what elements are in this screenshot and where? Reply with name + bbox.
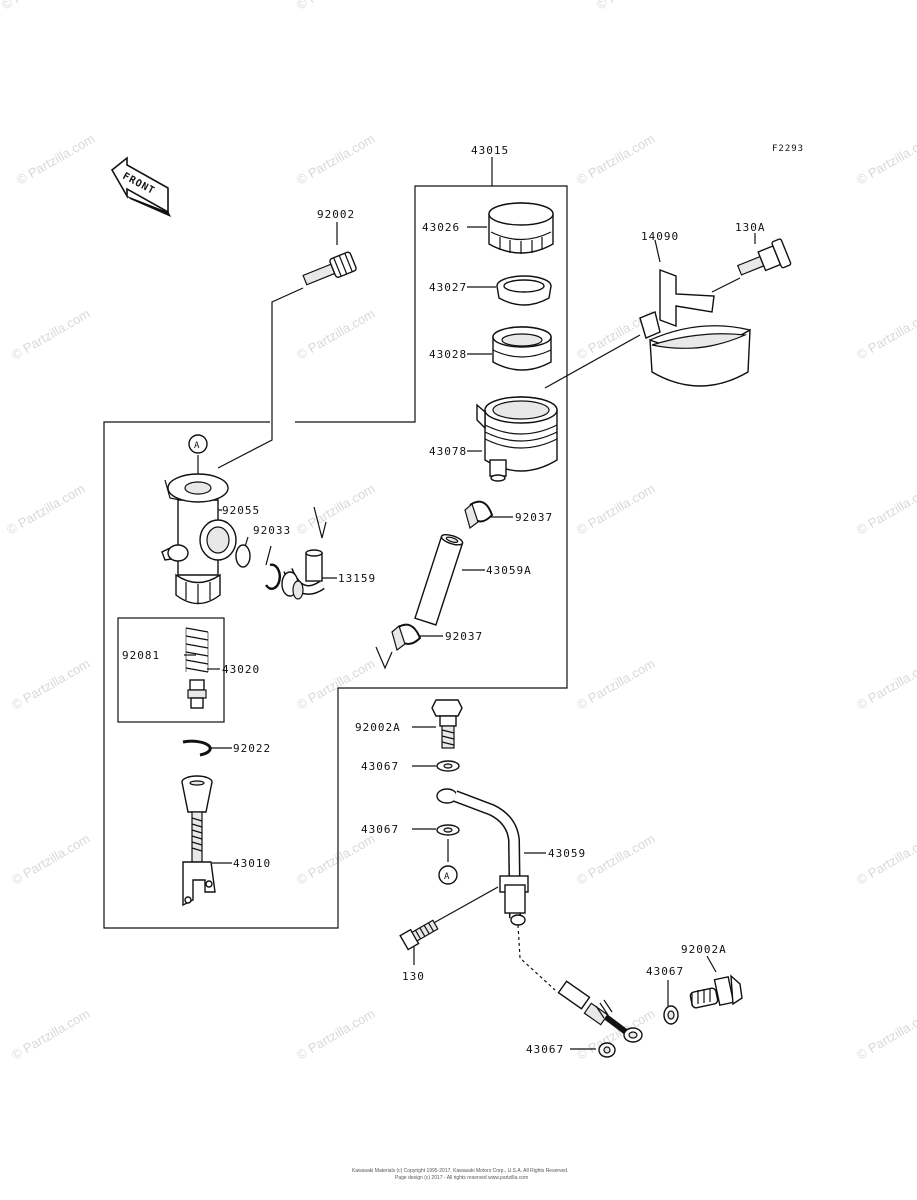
- valve-43020-icon: [187, 679, 207, 709]
- push-rod-icon: [181, 775, 216, 907]
- diagram-code: F2293: [772, 144, 804, 154]
- ref-marker-label: A: [444, 872, 450, 882]
- part-label-92037: 92037: [515, 511, 553, 524]
- circlip-92033-icon: [264, 563, 282, 590]
- part-label-92022: 92022: [233, 742, 271, 755]
- footer-copyright: Kawasaki Materials (c) Copyright 1995-20…: [352, 1168, 568, 1174]
- part-label-43059a: 43059A: [486, 564, 532, 577]
- bolt-130a-icon: [736, 238, 792, 276]
- part-label-43026: 43026: [422, 221, 460, 234]
- group-outlines: [103, 185, 568, 929]
- part-label-43067: 43067: [361, 823, 399, 836]
- part-label-43067: 43067: [646, 965, 684, 978]
- part-label-92002a: 92002A: [355, 721, 401, 734]
- part-label-92037: 92037: [445, 630, 483, 643]
- watermark: © Partzilla.com: [854, 131, 917, 188]
- watermark: © Partzilla.com: [9, 306, 92, 363]
- part-labels: 43015 92002 43026 43027 43028 43078 1409…: [122, 144, 766, 1056]
- hose-clip-92037-icon: [391, 623, 422, 652]
- watermark: © Partzilla.com: [9, 831, 92, 888]
- watermark: © Partzilla.com: [294, 481, 377, 538]
- part-label-43078: 43078: [429, 445, 467, 458]
- watermark: © Partzilla.com: [574, 831, 657, 888]
- watermark: © Partzilla.com: [294, 656, 377, 713]
- leader-lines: [184, 157, 756, 1050]
- watermark: © Partzilla.com: [854, 831, 917, 888]
- watermark: © Partzilla.com: [9, 1006, 92, 1063]
- watermark: © Partzilla.com: [574, 481, 657, 538]
- watermark: © Partzilla.com: [294, 0, 377, 13]
- part-label-43010: 43010: [233, 857, 271, 870]
- part-label-43059: 43059: [548, 847, 586, 860]
- watermark: © Partzilla.com: [294, 131, 377, 188]
- ref-marker-label: A: [194, 441, 200, 451]
- watermarks: © Partzilla.com © Partzilla.com © Partzi…: [0, 0, 917, 1063]
- part-label-43067: 43067: [526, 1043, 564, 1056]
- master-cylinder-icon: [161, 473, 237, 605]
- bolt-130-icon: [399, 919, 439, 951]
- part-label-92081: 92081: [122, 649, 160, 662]
- part-label-92033: 92033: [253, 524, 291, 537]
- reservoir-cap-icon: [488, 202, 554, 254]
- part-label-43015: 43015: [471, 144, 509, 157]
- washer-43067-icon: [663, 1005, 679, 1025]
- watermark: © Partzilla.com: [4, 481, 87, 538]
- reservoir-bracket-icon: [639, 268, 751, 387]
- part-label-43067: 43067: [361, 760, 399, 773]
- reservoir-plate-icon: [496, 275, 552, 306]
- ref-marker-a-top: A: [188, 434, 208, 454]
- part-label-43020: 43020: [222, 663, 260, 676]
- spring-92081-icon: [185, 627, 209, 673]
- elbow-fitting-icon: [281, 549, 325, 600]
- part-label-13159: 13159: [338, 572, 376, 585]
- part-label-92002a: 92002A: [681, 943, 727, 956]
- watermark: © Partzilla.com: [854, 1006, 917, 1063]
- part-label-14090: 14090: [641, 230, 679, 243]
- hose-clip-92037-icon: [464, 500, 494, 530]
- watermark: © Partzilla.com: [294, 306, 377, 363]
- reservoir-icon: [476, 396, 558, 482]
- footer-page-design: Page design (c) 2017 - All rights reserv…: [395, 1175, 528, 1181]
- bolt-92002-icon: [302, 251, 357, 286]
- washer-43067-icon: [598, 1042, 616, 1058]
- circlip-92022-icon: [182, 739, 212, 757]
- watermark: © Partzilla.com: [854, 306, 917, 363]
- washer-43067-icon: [436, 824, 460, 836]
- part-label-130a: 130A: [735, 221, 766, 234]
- ref-marker-a-bottom: A: [438, 865, 458, 885]
- part-label-43027: 43027: [429, 281, 467, 294]
- watermark: © Partzilla.com: [594, 0, 677, 13]
- part-label-43028: 43028: [429, 348, 467, 361]
- watermark: © Partzilla.com: [294, 1006, 377, 1063]
- watermark: © Partzilla.com: [574, 656, 657, 713]
- watermark: © Partzilla.com: [14, 131, 97, 188]
- watermark: © Partzilla.com: [854, 656, 917, 713]
- watermark: © Partzilla.com: [0, 0, 82, 13]
- part-label-130: 130: [402, 970, 425, 983]
- front-arrow-icon: FRONT: [110, 156, 172, 218]
- brake-pipe-icon: [436, 788, 643, 1043]
- watermark: © Partzilla.com: [294, 831, 377, 888]
- washer-43067-icon: [436, 760, 460, 772]
- part-label-92002: 92002: [317, 208, 355, 221]
- reservoir-hose-icon: [414, 533, 464, 626]
- banjo-bolt-bottom-icon: [689, 974, 743, 1009]
- banjo-bolt-top-icon: [431, 699, 463, 749]
- diaphragm-icon: [492, 326, 552, 371]
- watermark: © Partzilla.com: [854, 481, 917, 538]
- part-label-92055: 92055: [222, 504, 260, 517]
- watermark: © Partzilla.com: [9, 656, 92, 713]
- watermark: © Partzilla.com: [574, 131, 657, 188]
- o-ring-92055-icon: [235, 544, 251, 568]
